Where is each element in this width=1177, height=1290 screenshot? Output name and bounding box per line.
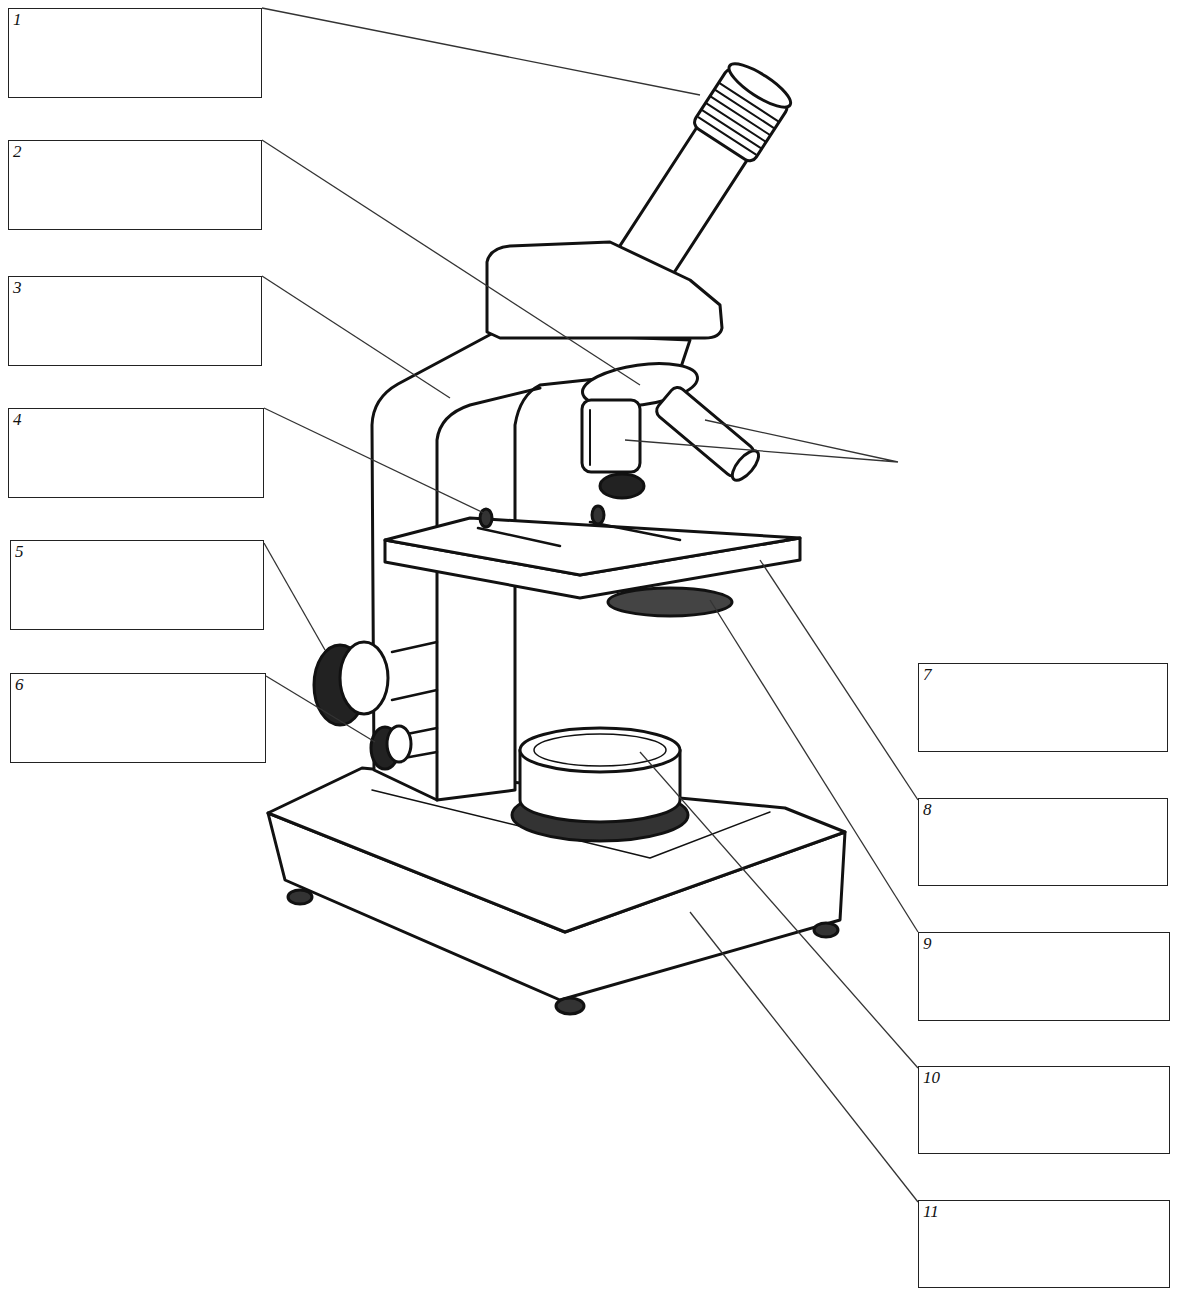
base-foot [288, 890, 312, 904]
callout-number: 9 [923, 935, 932, 954]
callout-box: 7 [918, 663, 1168, 752]
callout-number: 11 [923, 1203, 939, 1222]
lamp-lens [534, 734, 666, 766]
stage-top [385, 518, 800, 575]
knob-shaft [392, 642, 437, 700]
stage-clip [478, 522, 680, 546]
coarse-knob-face [340, 642, 388, 714]
eyepiece-lens [724, 57, 796, 115]
base-foot [814, 923, 838, 937]
callout-box: 4 [8, 408, 264, 498]
leader-line [625, 420, 898, 462]
fine-knob-face [387, 726, 411, 762]
leader-line [690, 912, 918, 1202]
leader-line [262, 276, 450, 398]
leader-line [262, 8, 700, 95]
callout-number: 6 [15, 676, 24, 695]
callout-box: 6 [10, 673, 266, 763]
leader-line [760, 560, 918, 800]
callout-box: 2 [8, 140, 262, 230]
callout-number: 3 [13, 279, 22, 298]
callout-box: 10 [918, 1066, 1170, 1154]
leader-line [710, 600, 918, 932]
objective-short [582, 400, 640, 472]
callout-box: 11 [918, 1200, 1170, 1288]
callout-box: 1 [8, 8, 262, 98]
callout-box: 8 [918, 798, 1168, 886]
leader-line [262, 140, 640, 385]
callout-number: 4 [13, 411, 22, 430]
leader-line [264, 408, 488, 515]
callout-number: 5 [15, 543, 24, 562]
lamp-top [520, 728, 680, 772]
leader-lines [262, 8, 918, 1202]
objective-long [653, 384, 763, 484]
leader-line [640, 752, 918, 1068]
diaphragm [608, 588, 732, 616]
callout-number: 2 [13, 143, 22, 162]
callout-number: 8 [923, 801, 932, 820]
leader-line [266, 676, 375, 742]
base-foot [556, 998, 584, 1014]
head [487, 242, 722, 338]
leader-line [264, 543, 325, 650]
objective-lens [600, 474, 644, 498]
callout-number: 1 [13, 11, 22, 30]
callout-box: 3 [8, 276, 262, 366]
callout-box: 9 [918, 932, 1170, 1021]
callout-box: 5 [10, 540, 264, 630]
callout-number: 10 [923, 1069, 940, 1088]
callout-number: 7 [923, 666, 932, 685]
objective-line [589, 410, 591, 465]
arm-edge [437, 388, 540, 800]
clip-post [592, 506, 604, 524]
